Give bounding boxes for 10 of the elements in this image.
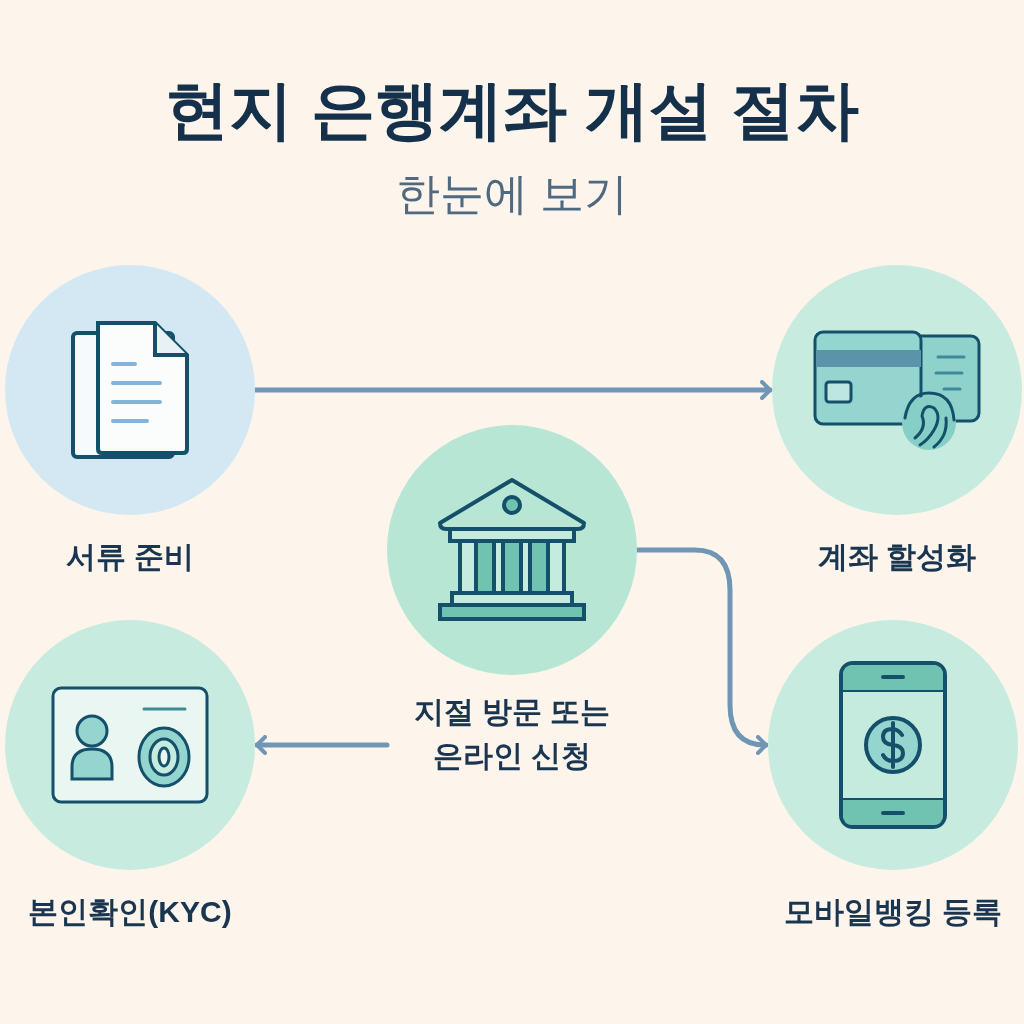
title: 현지 은행계좌 개설 절차	[164, 78, 860, 142]
step-label: 지절 방문 또는 은라인 신청	[412, 694, 612, 774]
step-label: 계좌 할성화	[817, 539, 977, 575]
arrow	[634, 547, 769, 755]
step-label: 본인확인(KYC)	[28, 894, 232, 930]
arrow	[254, 735, 390, 755]
arrow	[252, 380, 773, 400]
step-label: 모바일뱅킹 등록	[783, 894, 1003, 930]
subtitle: 한눈에 보기	[395, 172, 629, 216]
step-label: 서류 준비	[65, 539, 195, 575]
